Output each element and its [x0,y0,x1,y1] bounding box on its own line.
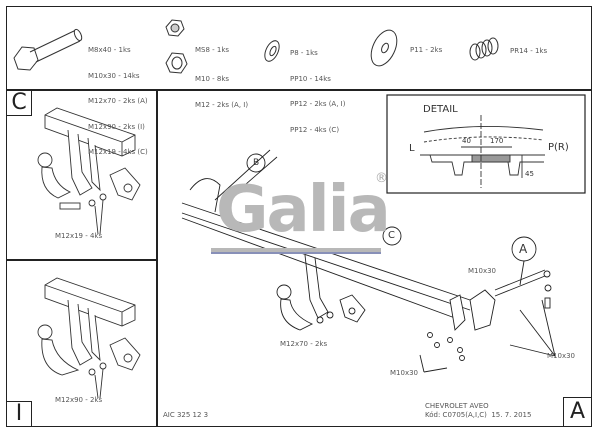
logo-underline [211,248,381,254]
drawing-frame [6,6,592,427]
bolt-item: M12x90 - 2ks (I) [88,122,145,131]
washer-item: PP10 - 14ks [290,74,331,83]
nut-ms-item: MS8 - 1ks [195,46,230,54]
spring-icon [469,37,499,61]
detail-box [386,94,586,194]
bolt-item: M12x19 - 4ks (C) [88,148,148,156]
washer-icon [264,40,280,62]
bolt-list: M8x40 - 1ks M10x30 - 14ks M12x70 - 2ks (… [88,29,148,165]
detail-dim-40: 40 [462,137,471,145]
washer-item: PP12 - 4ks (C) [290,125,340,134]
nut-ms8-icon [165,19,185,37]
bolt-item: M12x70 - 2ks (A) [88,97,148,105]
vehicle-name: CHEVROLET AVEO [425,402,489,410]
bolt-item: M10x30 - 14ks [88,71,140,80]
nut-m10-icon [165,52,188,74]
main-towbar-drawing [181,149,556,373]
nut-item: M10 - 8ks [195,75,230,83]
large-washer-label: P11 - 2ks [410,46,443,54]
spring-label: PR14 - 1ks [510,47,548,55]
detail-left-label: L [409,143,415,154]
panel-i-callout: M12x90 - 2ks [55,396,103,404]
m12x70-callout: M12x70 - 2ks [280,340,328,348]
m10x30-callout-bottom: M10x30 [390,369,418,377]
detail-drawing [420,115,545,188]
galia-logo: Galia [216,173,391,247]
product-code: Kód: C0705(A,I,C) 15. 7. 2015 [425,411,532,419]
detail-dim-45: 45 [525,170,534,178]
callout-c: C [388,230,395,241]
left-panel-divider [6,259,157,261]
detail-title: DETAIL [423,104,458,115]
panel-c-towbar-drawing [37,107,141,235]
washer-list: P8 - 1ks PP10 - 14ks PP12 - 2ks (A, I) P… [290,32,345,143]
m10x30-callout-right: M10x30 [547,352,575,360]
variant-tag: A [563,397,592,427]
nut-list: M10 - 8ks M12 - 2ks (A, I) [195,58,248,118]
nut-ms-list: MS8 - 1ks [195,29,229,63]
bolt-item: M8x40 - 1ks [88,46,131,54]
washer-item: P8 - 1ks [290,49,318,57]
callout-a: A [519,242,528,256]
detail-dim-170: 170 [490,137,504,145]
m10x30-callout-top: M10x30 [468,267,496,275]
nut-item: M12 - 2ks (A, I) [195,100,249,109]
bolt-icon [13,28,83,71]
washer-item: PP12 - 2ks (A, I) [290,100,346,108]
callout-b: B [253,158,260,168]
detail-right-label: P(R) [548,142,569,153]
parts-divider [6,89,592,91]
panel-c-tag: C [6,90,32,116]
large-washer-icon [370,29,398,67]
drawing-number: AIC 325 12 3 [163,411,209,419]
logo-registered-mark: ® [375,171,388,186]
panel-c-callout: M12x19 - 4ks [55,232,103,240]
left-column-divider [156,89,158,427]
panel-i-towbar-drawing [37,277,141,399]
panel-i-tag: I [6,401,32,427]
